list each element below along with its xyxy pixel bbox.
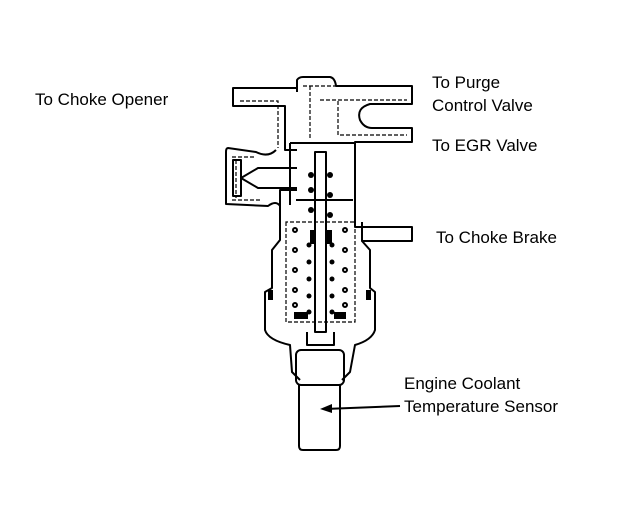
label-egr: To EGR Valve — [432, 136, 538, 155]
choke-opener-port — [232, 87, 297, 151]
label-choke-opener: To Choke Opener — [35, 90, 169, 109]
purge-port — [296, 76, 413, 148]
valve-upper-body — [290, 142, 413, 242]
label-purge-line1: To Purge — [432, 73, 501, 92]
sensor-bulb — [295, 349, 345, 386]
diaphragm — [232, 159, 242, 197]
label-purge-line2: Control Valve — [432, 96, 533, 115]
valve-stem — [314, 151, 327, 333]
label-sensor-line1: Engine Coolant — [404, 374, 521, 393]
valve-lower-body — [264, 205, 376, 381]
label-choke-brake: To Choke Brake — [436, 228, 557, 247]
sensor-stem — [298, 385, 341, 451]
sensor-arrow — [324, 405, 401, 410]
diaphragm-housing — [225, 147, 297, 207]
spring-coils — [268, 172, 371, 319]
label-sensor-line2: Temperature Sensor — [404, 397, 559, 416]
